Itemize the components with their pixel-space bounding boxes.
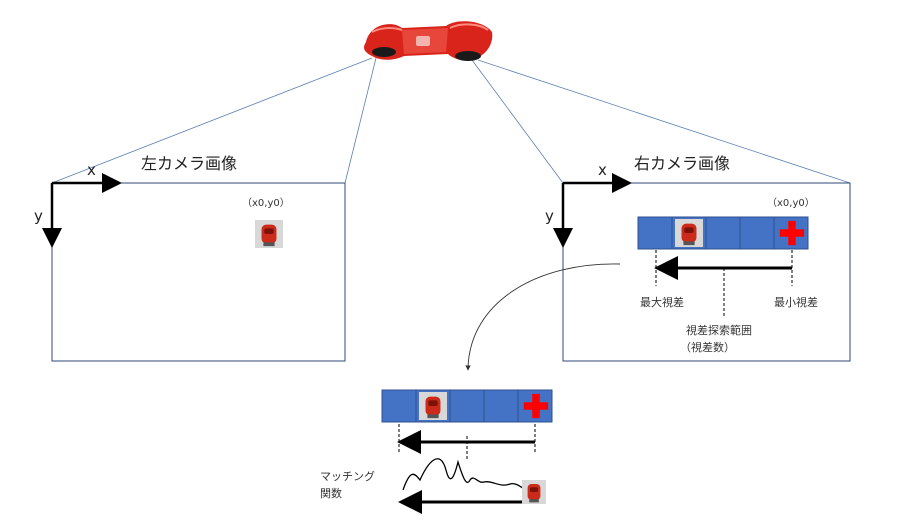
bottom-pixel-strip — [381, 389, 553, 423]
strip-cell — [705, 216, 741, 250]
strip-cell — [637, 216, 673, 250]
right-coord-label: （x0,y0） — [767, 198, 815, 209]
matching-function-label-line1: マッチング — [320, 470, 375, 483]
left-x-axis-label: x — [87, 161, 96, 179]
robot-icon — [675, 219, 703, 247]
sight-line-right-outer — [477, 59, 851, 184]
strip-cell — [449, 389, 485, 423]
strip-cell — [483, 389, 519, 423]
sight-line-left-outer — [51, 57, 373, 184]
right-axes — [553, 173, 632, 248]
max-disparity-label: 最大視差 — [640, 296, 684, 309]
bottom-disparity-range — [397, 424, 536, 460]
strip-cell — [381, 389, 417, 423]
right-image-panel — [562, 182, 851, 362]
left-axes — [42, 173, 122, 248]
left-coord-label: （x0,y0） — [242, 198, 290, 209]
min-disparity-label: 最小視差 — [774, 296, 818, 309]
matching-function-curve — [402, 458, 527, 491]
robot-icon — [255, 220, 283, 248]
strip-cell — [739, 216, 775, 250]
sight-lines — [51, 57, 851, 184]
sight-line-left-inner — [344, 57, 377, 184]
left-y-axis-label: y — [34, 207, 43, 225]
left-image-panel — [51, 182, 346, 362]
sight-line-right-inner — [471, 59, 564, 184]
right-disparity-range — [654, 250, 793, 318]
search-range-sublabel: （視差数） — [680, 341, 735, 354]
stereo-camera-icon — [364, 21, 493, 61]
right-y-axis-label: y — [545, 207, 554, 225]
search-range-label: 視差探索範囲 — [686, 324, 752, 337]
left-panel-title: 左カメラ画像 — [141, 154, 238, 173]
right-panel-title: 右カメラ画像 — [634, 154, 731, 173]
robot-icon — [522, 480, 546, 504]
curved-connector-arrow — [465, 263, 621, 371]
right-x-axis-label: x — [598, 161, 607, 179]
robot-icon — [419, 392, 447, 420]
right-pixel-strip — [637, 216, 809, 250]
matching-function-label-line2: 関数 — [320, 487, 342, 500]
